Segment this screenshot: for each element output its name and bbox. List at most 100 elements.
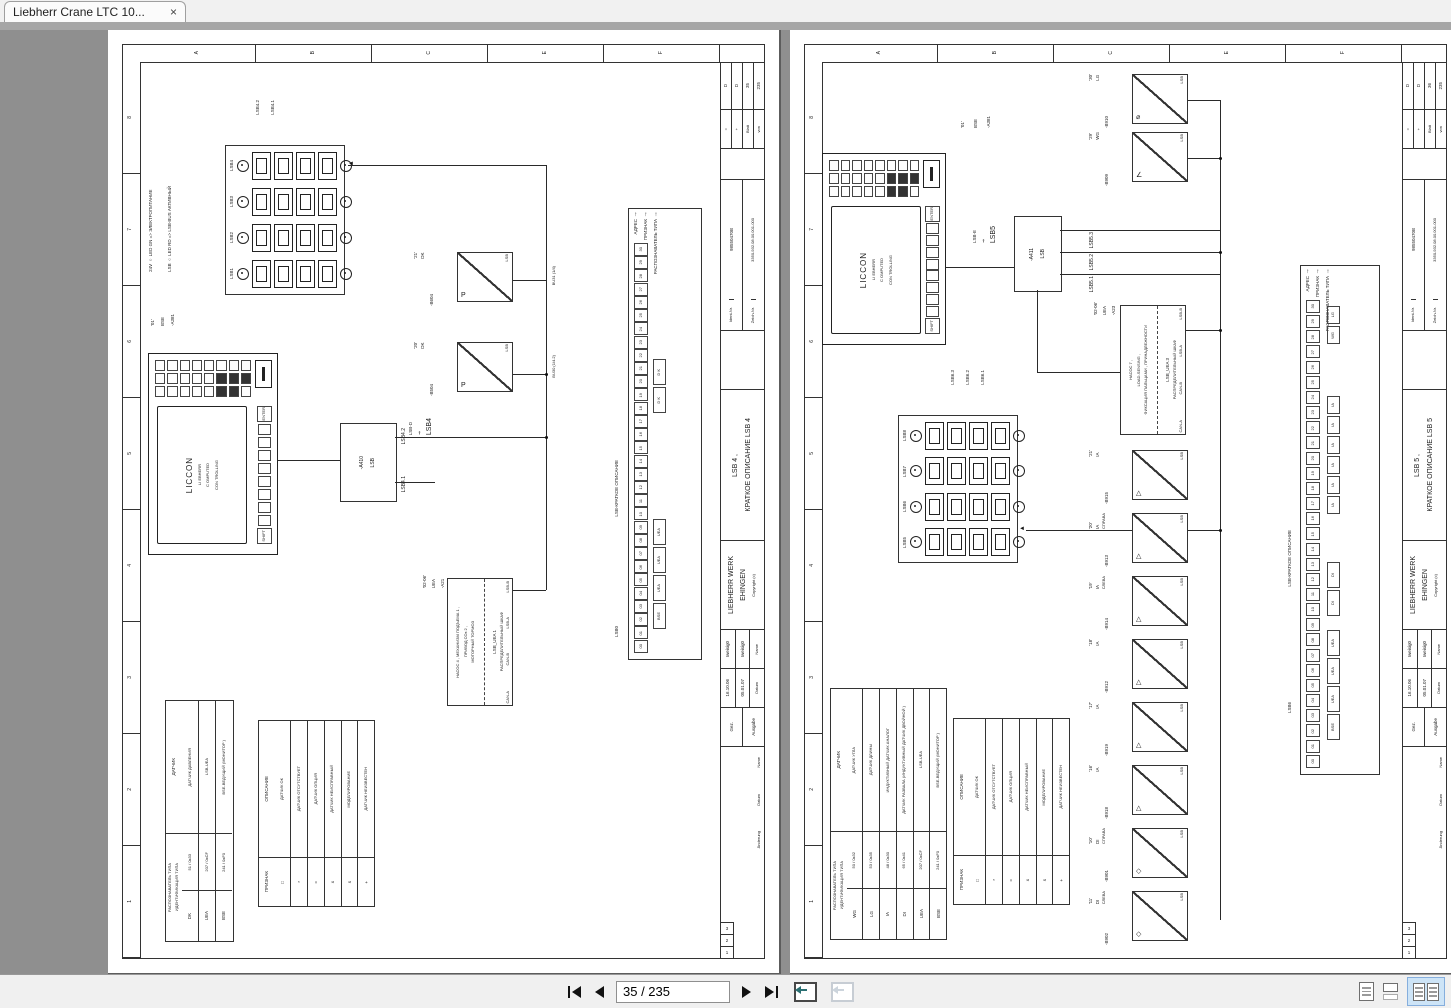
address-cell: 25 [637, 313, 643, 318]
zeich-label: Zeich-Nr. [1432, 306, 1438, 324]
mount-hole-icon [237, 268, 250, 280]
revision-number: 3 [1403, 923, 1415, 935]
gez-label: Gez. [1410, 722, 1416, 732]
sensor-symbol-icon: ∠ [1136, 172, 1143, 179]
flag-table-row: ДАТЧИК НЕИСПРАВНЫЙ x [323, 721, 341, 906]
uea-ref-label: '02-06' UEA -A23 [1093, 302, 1117, 315]
frame-letter: C [425, 51, 432, 55]
liccon-function-keys: ENTER SHIFT [925, 206, 940, 334]
address-cell: 24 [637, 326, 643, 332]
callout-label: LSB4.2 [255, 100, 260, 115]
sensor-ref: -B914 [1104, 617, 1109, 630]
continuous-view-button[interactable] [1383, 983, 1398, 1000]
wire [509, 374, 546, 375]
sensor-lsb-label: LSB [504, 254, 510, 262]
lsb-bus-line [1220, 100, 1221, 920]
sensor-lsb-label: LSB [1179, 830, 1185, 838]
address-cell: 07 [1309, 652, 1315, 658]
frame-number: 8 [127, 116, 134, 119]
sensor-box: LSB △ [1132, 450, 1188, 500]
flag-symbol: x [330, 880, 336, 884]
connector-row: LSB6 [902, 492, 1026, 521]
first-page-icon [572, 985, 581, 998]
sensor-ref: -B915 [1104, 491, 1109, 504]
sensor-note: СЛЕВА [1101, 891, 1107, 905]
bus-name: LSB-D [408, 421, 413, 436]
uea-pin: CAN-B [1178, 381, 1184, 395]
frame-number: 1 [127, 900, 134, 903]
sensor-block: '20' IA СПРАВА -B913 LSB △ [1088, 513, 1188, 567]
address-cell: 06 [637, 564, 643, 569]
connector-row-label: LSB7 [902, 465, 907, 477]
ausgabe-label: Ausgabe [1432, 718, 1438, 736]
enter-key-label: ENTER [929, 207, 935, 221]
type-table-row: ИНДУКТИВНЫЙ ДАТЧИК АНАЛОГ 48 / 0x30 IA [879, 689, 896, 939]
connector-icon [969, 457, 989, 486]
address-cell: 13 [637, 471, 643, 477]
uea-pin: CAN-B [505, 653, 511, 666]
addr-box-label: LSB-КРАТКОЕ ОПИСАНИЕ [1287, 530, 1292, 587]
first-page-button[interactable] [566, 984, 583, 1000]
hub-port-label: LSB4.1 [401, 476, 407, 493]
next-page-button[interactable] [740, 984, 753, 1000]
close-icon[interactable]: × [169, 5, 177, 19]
connector-icon [252, 188, 272, 216]
th-priznak: ПРИЗНАК [959, 869, 965, 891]
hub-port-label: LSB5.3 [1089, 232, 1095, 249]
signer-name: Iweisig0 [725, 640, 731, 658]
address-cell: 10 [637, 511, 643, 517]
title-line1: LSB 5 , [1413, 453, 1421, 477]
connector-icon [947, 421, 967, 450]
wire-labels: BU31 (1/4)BU30 (1/4.2) [551, 266, 557, 378]
datum-label: Datum [753, 682, 759, 694]
type-desc: BSE-ВЕДУЩИЙ (МОНИТОР ) [220, 739, 226, 795]
connector-row-label: LSB5 [902, 536, 907, 548]
page-number-input[interactable] [617, 984, 805, 999]
sheet-value: D [723, 83, 729, 88]
type-id: 48 / 0x30 [884, 851, 890, 869]
page-number-box: ▾ [616, 980, 809, 1003]
navigate-back-button[interactable] [794, 981, 817, 1002]
previous-page-button[interactable] [593, 984, 606, 1000]
liccon-brand: LICCON [858, 251, 868, 289]
connector-icon [925, 421, 945, 450]
flag-symbol: * [991, 879, 997, 881]
single-page-view-button[interactable] [1359, 982, 1374, 1001]
connector-icon [274, 152, 294, 180]
th-opisanie: ОПИСАНИЕ [264, 776, 270, 802]
flag-table-header: ОПИСАНИЕ ПРИЗНАК [954, 719, 970, 904]
last-page-button[interactable] [763, 984, 780, 1000]
address-cell: 29 [637, 260, 643, 265]
facing-pages-view-button[interactable] [1407, 977, 1445, 1006]
title-line2: КРАТКОЕ ОПИСАНИЕ LSB 5 [1427, 418, 1434, 512]
junction-dot [545, 436, 548, 439]
address-cell: 21 [1309, 440, 1315, 446]
document-tab[interactable]: Liebherr Crane LTC 10... × [4, 1, 186, 22]
type-code: DK [187, 912, 193, 920]
sensor-channel: '20' [413, 342, 418, 349]
sensor-box: LSB ◇ [1132, 891, 1188, 941]
connector-icon [318, 188, 338, 216]
tab-bar: Liebherr Crane LTC 10... × [0, 0, 1451, 22]
channel-label: '01' [960, 121, 965, 129]
uea-ref-label: '02-06' UEA -A21 [422, 575, 446, 588]
frame-number: 3 [809, 676, 816, 679]
sensor-box: LSB P [457, 342, 513, 392]
uea-desc: МОТОРНЫЙ ТОРМОЗ [470, 621, 476, 663]
liccon-line3: CON TROLLING [887, 255, 893, 285]
uea-type: UEA [431, 578, 437, 589]
name-label: Name [1438, 757, 1444, 768]
ref-label: -A381 [170, 314, 176, 327]
stack-cell: DI [1330, 601, 1336, 605]
hub-type: LSB [370, 457, 376, 468]
sensor-block: '16' IA -B918 LSB △ [1088, 765, 1188, 819]
flag-table-row: ДАТЧИК НЕИЗВЕСТЕН + [1052, 719, 1070, 904]
stack-cell: IA [1330, 503, 1336, 507]
navigate-forward-button[interactable] [831, 981, 854, 1002]
flag-symbol: * [296, 881, 302, 883]
sensor-symbol-icon: △ [1136, 490, 1142, 497]
